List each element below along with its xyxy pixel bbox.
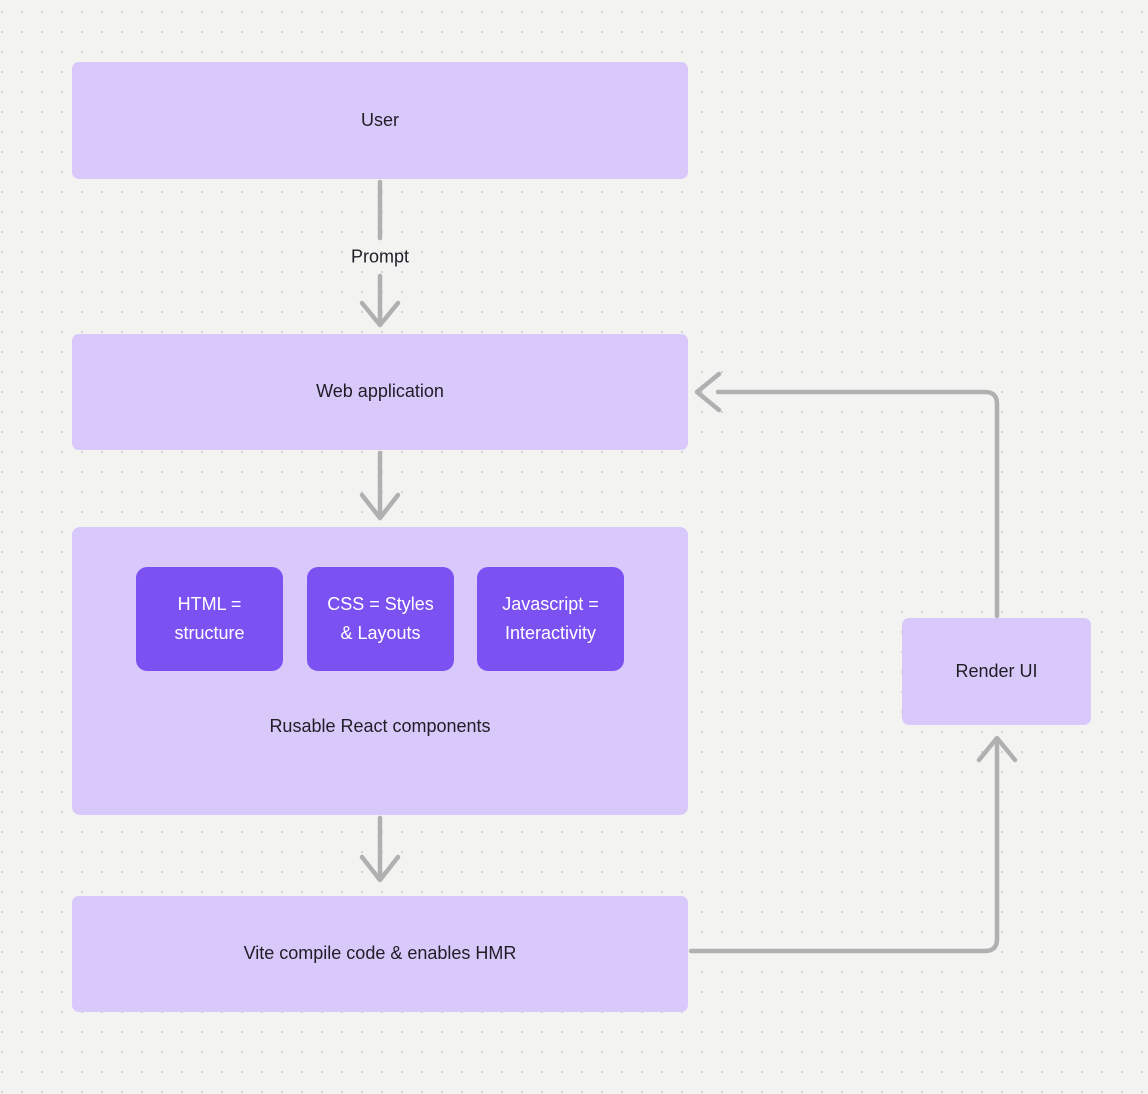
edge-render-to-webapp [715, 389, 1000, 619]
arrowhead-left-webapp [694, 371, 722, 413]
node-user[interactable]: User [72, 62, 688, 179]
subnode-css-label: CSS = Styles & Layouts [327, 594, 434, 643]
node-vite[interactable]: Vite compile code & enables HMR [72, 896, 688, 1012]
node-web-application-label: Web application [316, 381, 444, 402]
subnode-javascript-label: Javascript = Interactivity [502, 594, 599, 643]
node-render-ui[interactable]: Render UI [902, 618, 1091, 725]
node-web-application[interactable]: Web application [72, 334, 688, 450]
arrowhead-down-webapp [359, 300, 401, 328]
subnode-html-label: HTML = structure [174, 594, 245, 643]
node-react-components[interactable]: HTML = structure CSS = Styles & Layouts … [72, 527, 688, 815]
subnode-html[interactable]: HTML = structure [136, 567, 283, 671]
node-user-label: User [360, 109, 399, 130]
arrowhead-down-react [359, 492, 401, 521]
subnode-css[interactable]: CSS = Styles & Layouts [307, 567, 454, 671]
node-render-ui-label: Render UI [955, 660, 1038, 681]
node-vite-label: Vite compile code & enables HMR [243, 943, 517, 964]
node-react-components-caption: Rusable React components [269, 716, 491, 736]
arrowhead-down-vite [359, 854, 401, 883]
arrowhead-up-render [976, 735, 1018, 763]
edge-label-prompt: Prompt [350, 246, 410, 267]
edge-vite-to-render [688, 739, 1000, 954]
subnode-javascript[interactable]: Javascript = Interactivity [477, 567, 624, 671]
